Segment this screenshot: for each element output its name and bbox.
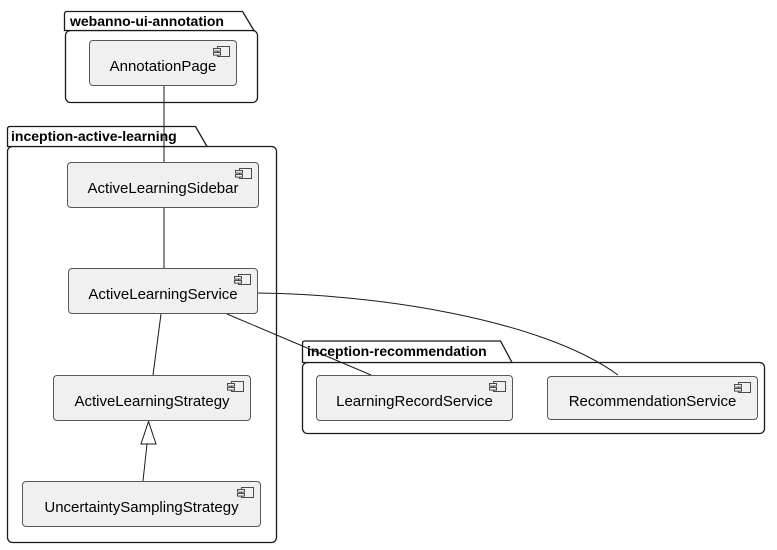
package-label-inception-active-learning: inception-active-learning <box>11 128 177 144</box>
component-label: RecommendationService <box>568 393 737 410</box>
component-activelearningsidebar: ActiveLearningSidebar <box>67 162 259 208</box>
component-label: ActiveLearningSidebar <box>87 180 239 197</box>
component-icon <box>235 168 252 179</box>
package-tab-webanno-ui-annotation <box>63 10 256 32</box>
package-tab-inception-recommendation <box>301 340 514 364</box>
component-icon <box>734 382 751 393</box>
package-tab-inception-active-learning <box>6 125 209 148</box>
component-recommendationservice: RecommendationService <box>547 376 758 420</box>
component-learningrecordservice: LearningRecordService <box>316 375 513 421</box>
component-activelearningstrategy: ActiveLearningStrategy <box>53 375 251 421</box>
package-label-webanno-ui-annotation: webanno-ui-annotation <box>70 13 224 29</box>
component-icon <box>234 274 251 285</box>
package-label-inception-recommendation: inception-recommendation <box>307 343 487 359</box>
component-icon <box>227 381 244 392</box>
component-label: LearningRecordService <box>336 393 493 410</box>
edge-uncertaintysamplingstrategy-to-activelearningstrategy <box>142 443 148 482</box>
component-label: ActiveLearningStrategy <box>74 393 230 410</box>
component-label: ActiveLearningService <box>88 286 238 303</box>
component-uncertaintysamplingstrategy: UncertaintySamplingStrategy <box>22 481 261 527</box>
component-icon <box>213 46 230 57</box>
inheritance-arrowhead-icon <box>140 419 157 445</box>
component-label: UncertaintySamplingStrategy <box>44 499 239 516</box>
edge-activelearningservice-to-learningrecordservice <box>226 313 372 376</box>
component-icon <box>237 487 254 498</box>
component-icon <box>489 381 506 392</box>
edge-activelearningservice-to-recommendationservice <box>257 292 619 376</box>
component-activelearningservice: ActiveLearningService <box>68 268 258 314</box>
edge-activelearningservice-to-activelearningstrategy <box>152 313 162 376</box>
component-label: AnnotationPage <box>109 58 217 75</box>
component-annotationpage: AnnotationPage <box>89 40 237 86</box>
